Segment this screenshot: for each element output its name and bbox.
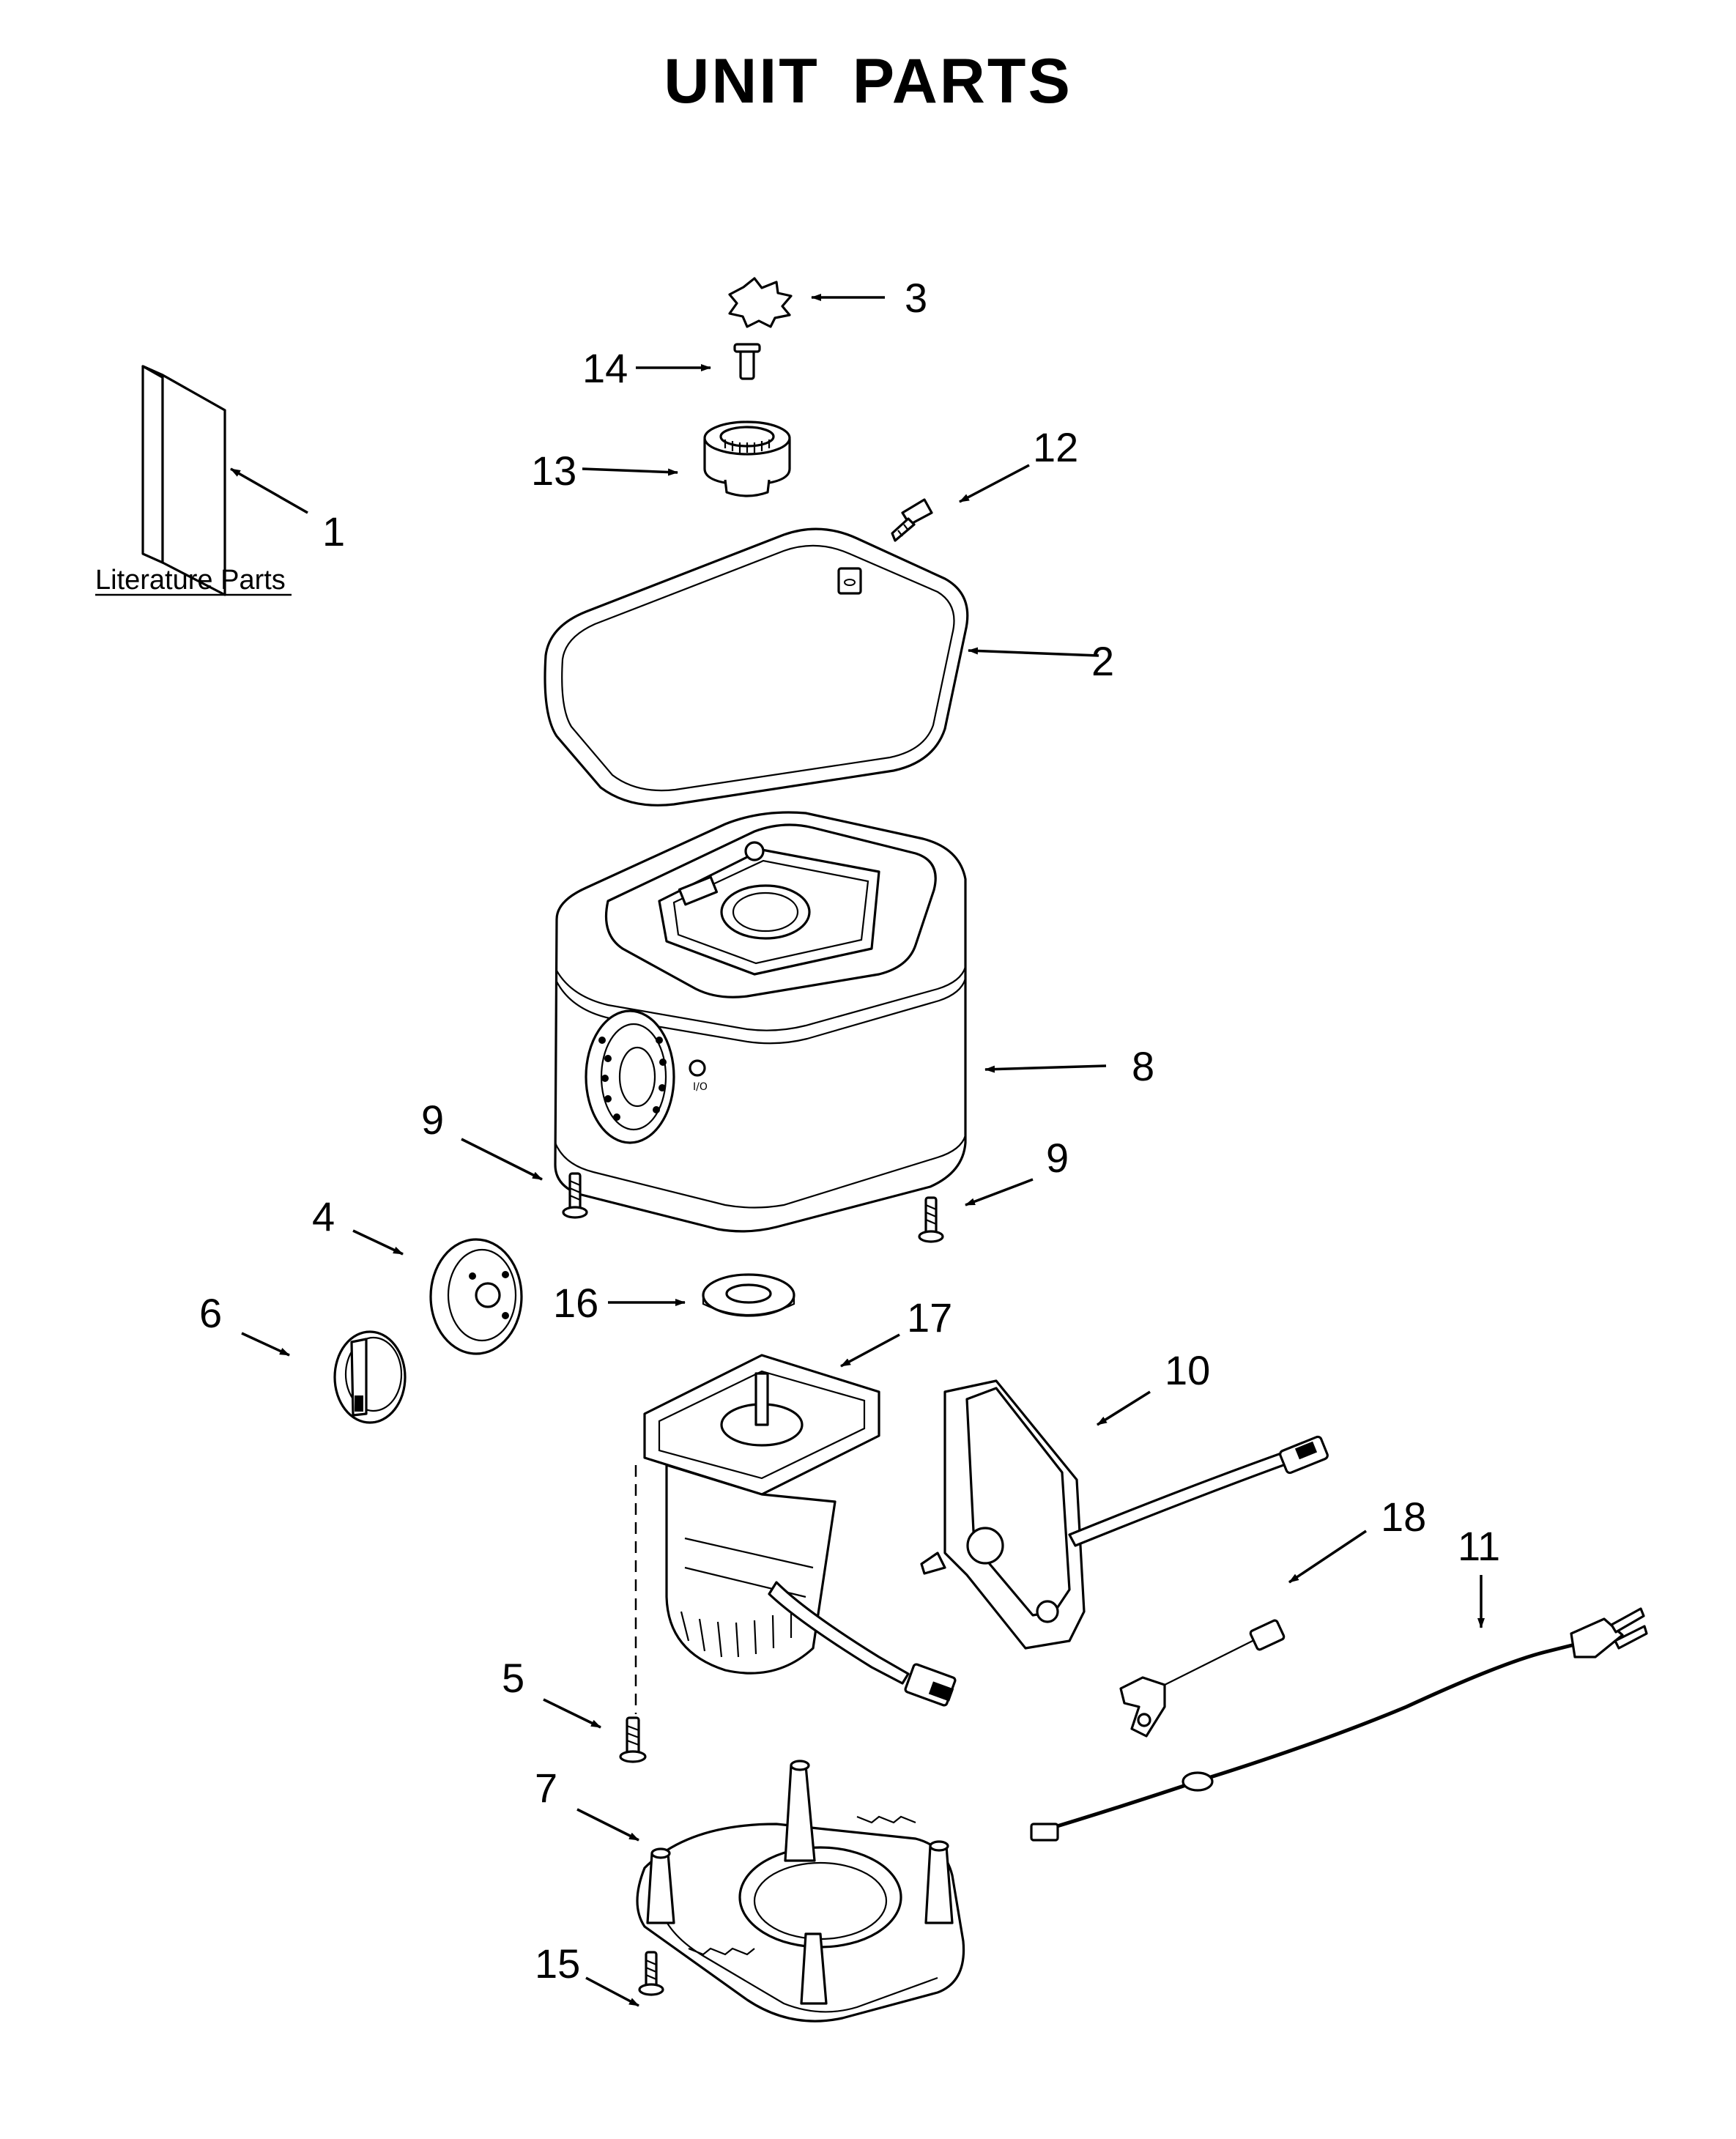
callout-15: 15 — [535, 1940, 580, 1987]
coupler-pin[interactable] — [733, 343, 761, 380]
callout-12: 12 — [1033, 424, 1078, 470]
literature-parts-label: Literature Parts — [95, 565, 286, 596]
callout-6: 6 — [199, 1290, 222, 1336]
knob-bezel[interactable] — [429, 1238, 523, 1355]
callout-3: 3 — [905, 275, 927, 321]
dial-ticks — [598, 1037, 667, 1121]
control-board[interactable] — [920, 1379, 1329, 1650]
callout-14: 14 — [582, 345, 628, 391]
trim-ring[interactable] — [544, 527, 969, 807]
base-assembly[interactable] — [636, 1760, 965, 2023]
motor-housing[interactable]: I/O — [554, 811, 967, 1233]
page-title: UNIT PARTS — [664, 46, 1072, 116]
callout-5: 5 — [502, 1655, 524, 1701]
callout-1: 1 — [322, 508, 345, 555]
svg-text:I/O: I/O — [693, 1081, 708, 1093]
housing-screw-left[interactable] — [562, 1172, 588, 1219]
callout-9-right: 9 — [1046, 1135, 1069, 1181]
callout-11: 11 — [1458, 1523, 1500, 1569]
callout-10: 10 — [1165, 1347, 1210, 1393]
motor-screw[interactable] — [619, 1716, 647, 1763]
literature-booklet[interactable] — [141, 365, 226, 596]
control-knob[interactable] — [333, 1330, 407, 1424]
callout-13: 13 — [531, 448, 576, 494]
drive-socket[interactable] — [703, 420, 791, 497]
callout-labels: 1 2 3 4 5 6 7 8 9 9 10 11 12 13 14 15 16… — [199, 275, 1500, 1987]
callout-17: 17 — [907, 1294, 952, 1341]
base-screw[interactable] — [638, 1951, 664, 1996]
motor-gasket[interactable] — [702, 1273, 795, 1317]
callout-9-left: 9 — [421, 1097, 444, 1143]
power-cord[interactable] — [1030, 1607, 1648, 1842]
motor-assembly[interactable] — [634, 1354, 957, 1714]
callout-7: 7 — [535, 1765, 557, 1811]
leader-arrows — [230, 294, 1485, 2007]
callout-4: 4 — [312, 1193, 335, 1239]
housing-screw-right[interactable] — [918, 1196, 944, 1243]
callout-18: 18 — [1381, 1494, 1426, 1540]
sensor-harness[interactable] — [1119, 1619, 1286, 1738]
callout-8: 8 — [1132, 1043, 1154, 1089]
mounting-screw[interactable] — [891, 498, 933, 542]
drive-coupler-star[interactable] — [728, 277, 793, 328]
callout-2: 2 — [1091, 638, 1114, 684]
callout-16: 16 — [553, 1280, 598, 1326]
